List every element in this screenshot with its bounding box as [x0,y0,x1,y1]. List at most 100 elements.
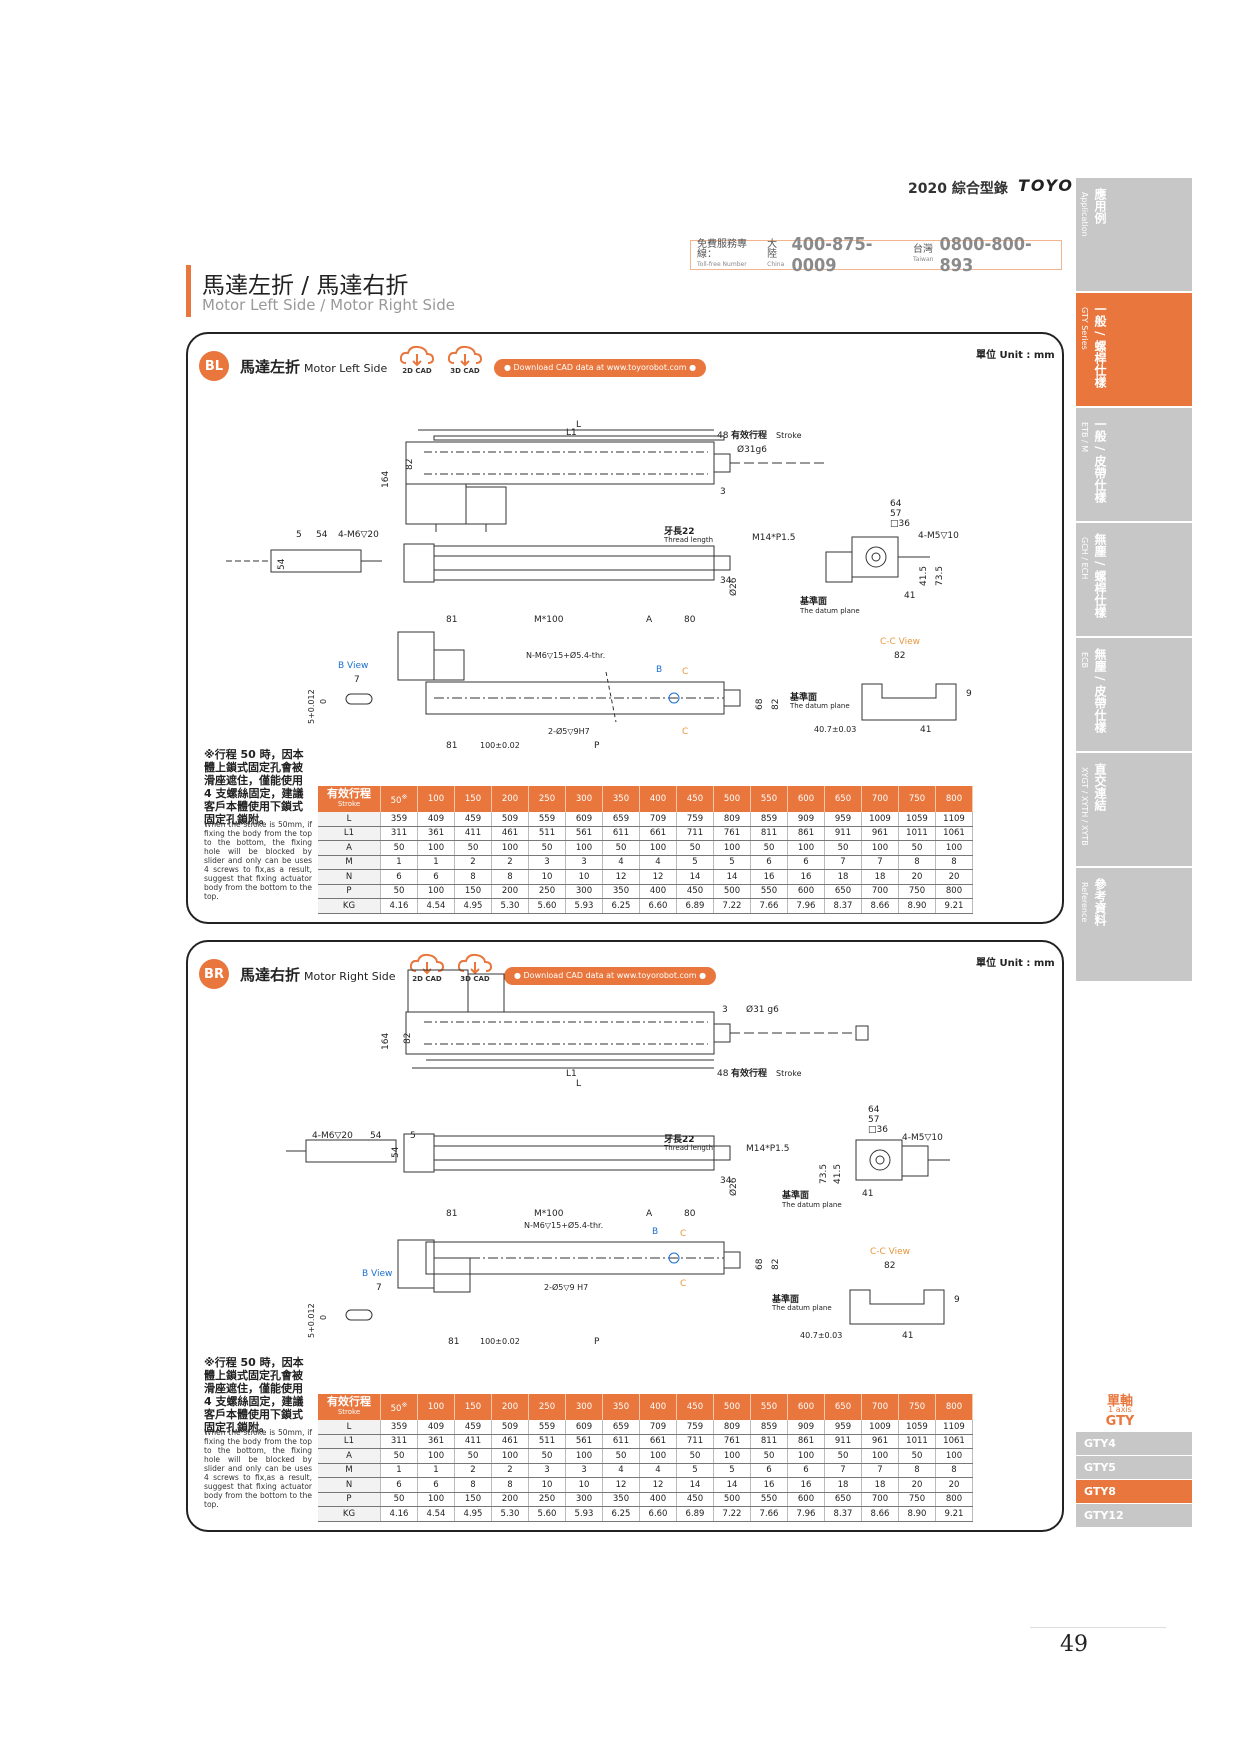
row-label: KG [318,1506,381,1522]
table-cell: 1009 [861,1420,899,1435]
row-label: L1 [318,826,381,841]
table-cell: 8 [898,1463,936,1478]
row-label: L1 [318,1434,381,1449]
title-accent-bar [186,265,191,317]
table-cell: 20 [898,1477,936,1493]
table-cell: 100 [491,1448,529,1464]
row-label: N [318,1477,381,1493]
unit-label: 單位 Unit : mm [976,958,1055,969]
stroke-col: 50※ [380,786,418,812]
table-cell: 800 [935,884,973,899]
download-cad-link[interactable]: ● Download CAD data at www.toyorobot.com… [494,359,707,377]
table-cell: 7 [861,1463,899,1478]
table-cell: 809 [713,1420,751,1435]
table-cell: 361 [417,1434,455,1449]
dim-tolerance: 5+0.012 [307,689,316,724]
table-cell: 8 [454,1477,492,1493]
table-cell: 450 [676,1492,714,1507]
dim-m100: M*100 [534,1209,564,1219]
dim-m14: M14*P1.5 [746,1144,789,1154]
dim-b: B [656,665,662,675]
dim-7: 7 [376,1283,382,1293]
dim-54-v: 54 [277,558,287,570]
dim-thread-zh: 牙長22 [664,526,695,537]
dim-34: 34 [720,1176,732,1186]
table-cell: 311 [380,826,418,841]
cloud-download-icon [448,345,482,367]
tab-gty12[interactable]: GTY12 [1076,1504,1192,1527]
table-cell: 16 [750,1477,788,1493]
table-cell: 14 [713,1477,751,1493]
stroke-note-en: When the stroke is 50mm, if fixing the b… [204,820,312,901]
cad-3d-button[interactable]: 3D CAD [456,953,494,983]
panel-motor-left [186,332,1064,924]
cad-3d-button[interactable]: 3D CAD [446,345,484,375]
dim-73-5: 73.5 [819,1164,829,1184]
cad-2d-button[interactable]: 2D CAD [398,345,436,375]
table-cell: 6.60 [639,898,677,914]
stroke-col: 200 [491,1394,529,1420]
table-cell: 750 [898,1492,936,1507]
table-cell: 100 [639,1448,677,1464]
table-cell: 300 [565,1492,603,1507]
table-cell: 8 [935,855,973,870]
table-cell: 250 [528,1492,566,1507]
actuator-body-top [405,441,715,485]
dim-68: 68 [755,698,765,710]
table-cell: 811 [750,826,788,841]
table-cell: 959 [824,1420,862,1435]
dim-p: P [594,1337,600,1347]
tab-gty5[interactable]: GTY5 [1076,1456,1192,1479]
table-cell: 459 [454,1420,492,1435]
dim-82-b: 82 [771,1259,781,1270]
hotline-label: 免費服務專線：Toll-free Number [697,239,747,269]
table-cell: 6 [750,855,788,870]
table-cell: 10 [528,869,566,885]
table-cell: 550 [750,884,788,899]
dim-stroke-en: Stroke [776,1069,802,1078]
table-cell: 200 [491,1492,529,1507]
dim-164: 164 [381,471,391,488]
table-cell: 859 [750,1420,788,1435]
download-cad-link[interactable]: ● Download CAD data at www.toyorobot.com… [504,967,717,985]
tab-gty4[interactable]: GTY4 [1076,1432,1192,1455]
table-cell: 659 [602,812,640,827]
table-cell: 4.95 [454,898,492,914]
table-cell: 1 [417,1463,455,1478]
table-cell: 8.37 [824,898,862,914]
datum-zh-2: 基準面 [789,691,817,703]
table-cell: 550 [750,1492,788,1507]
datum-en: The datum plane [781,1201,842,1209]
table-cell: 100 [491,840,529,856]
table-cell: 859 [750,812,788,827]
b-view-label: B View [338,661,368,671]
dim-tolerance: 5+0.012 [307,1303,316,1338]
table-cell: 5.93 [565,898,603,914]
table-cell: 650 [824,884,862,899]
stroke-col: 50※ [380,1394,418,1420]
table-cell: 100 [565,1448,603,1464]
dim-m14: M14*P1.5 [752,533,795,543]
stroke-note-en: When the stroke is 50mm, if fixing the b… [204,1428,312,1509]
tab-gty8[interactable]: GTY8 [1076,1480,1192,1503]
dim-stroke-zh: 有效行程 [731,429,767,441]
table-cell: 400 [639,1492,677,1507]
table-cell: 6 [380,1477,418,1493]
dim-a: A [646,615,653,625]
table-cell: 6.89 [676,898,714,914]
table-cell: 50 [750,1448,788,1464]
dim-73-5: 73.5 [935,566,945,586]
table-cell: 100 [417,1492,455,1507]
table-cell: 511 [528,826,566,841]
